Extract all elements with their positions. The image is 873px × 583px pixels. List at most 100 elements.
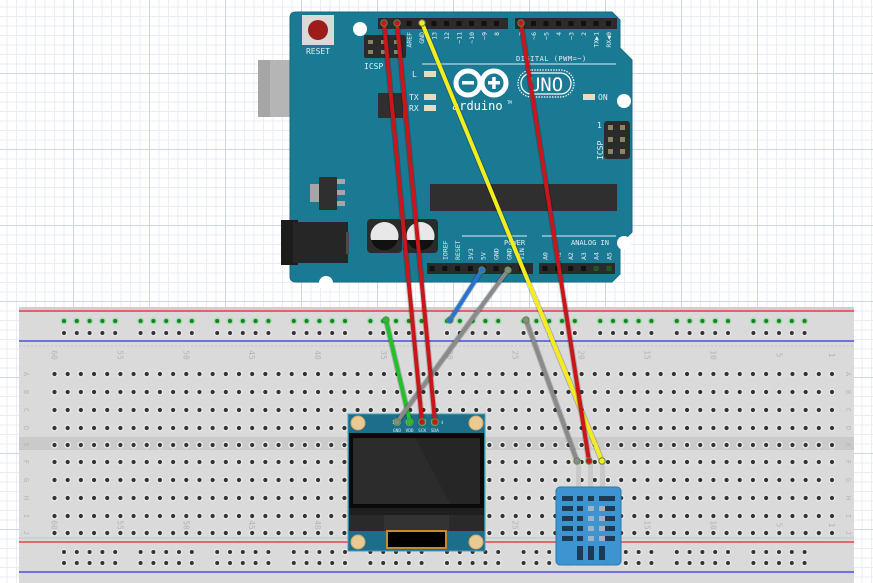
breadboard-hole-center (632, 389, 637, 395)
header-pin[interactable] (455, 266, 461, 271)
header-pin[interactable] (493, 266, 499, 271)
header-pin[interactable] (406, 21, 412, 26)
wire-red-1[interactable] (382, 21, 424, 424)
breadboard-hole-center (711, 407, 716, 413)
wire-green-end[interactable] (406, 418, 414, 426)
rail-hole-center (547, 550, 552, 554)
breadboard-hole-center (513, 477, 518, 483)
dht-grill (562, 496, 615, 560)
pin-label: GND (505, 248, 513, 260)
header-pin[interactable] (469, 21, 474, 26)
breadboard-hole-center (302, 389, 307, 395)
wire-gray-2[interactable] (524, 318, 579, 463)
wire-gray-1-end[interactable] (393, 418, 401, 426)
rail-hole-center (598, 319, 603, 323)
wire-green-end[interactable] (382, 316, 390, 324)
breadboard-hole-center (790, 371, 795, 377)
grill-slot (577, 506, 583, 511)
wire-red-2-end[interactable] (393, 19, 401, 27)
wire-gray-2-end[interactable] (573, 457, 581, 465)
rail-hole-center (266, 561, 271, 565)
header-pin[interactable] (543, 21, 549, 26)
wire-red-2-end[interactable] (431, 418, 439, 426)
breadboard-hole-center (223, 389, 228, 395)
rail-hole-center (470, 331, 475, 335)
wire-yellow[interactable] (420, 21, 604, 463)
header-pin[interactable] (481, 21, 487, 26)
breadboard-hole-center (302, 459, 307, 465)
breadboard-hole-center (157, 371, 163, 377)
digital-header-right (515, 18, 617, 29)
wire-red-3-end[interactable] (517, 19, 525, 27)
header-pin[interactable] (580, 266, 586, 271)
rail-hole-center (789, 319, 794, 323)
breadboard-hole-center (78, 407, 83, 413)
arduino-uno[interactable]: RESET ICSP AREFGND1312~11~10~987~6~54~32… (258, 11, 633, 290)
breadboard-hole-center (632, 477, 637, 483)
rail-hole-center (713, 561, 718, 565)
header-pin[interactable] (556, 21, 561, 26)
header-pin[interactable] (593, 266, 599, 271)
header-pin[interactable] (444, 21, 449, 26)
breadboard-hole-center (737, 495, 742, 501)
rail-hole-center (521, 550, 526, 554)
reset-button-cap (308, 20, 328, 40)
header-pin[interactable] (581, 21, 586, 26)
grill-slot (604, 526, 615, 531)
wire-red-3[interactable] (519, 21, 591, 463)
header-pin[interactable] (494, 21, 499, 26)
breadboard-hole-center (342, 477, 347, 483)
wire-red-1-end[interactable] (418, 418, 426, 426)
grill-slot (599, 496, 605, 501)
breadboard-hole-center (803, 407, 808, 413)
header-pin[interactable] (431, 21, 437, 26)
breadboard-hole-center (539, 425, 545, 431)
breadboard-hole-center (171, 495, 176, 501)
wire-blue-end[interactable] (478, 266, 486, 274)
rail-hole-center (764, 319, 769, 323)
breadboard-hole-center (803, 389, 808, 395)
wire-red-3-end[interactable] (585, 457, 593, 465)
breadboard-hole-center (118, 459, 123, 465)
header-pin[interactable] (568, 266, 574, 271)
header-pin[interactable] (593, 21, 599, 26)
breadboard-hole-center (368, 389, 373, 395)
breadboard-hole-center (263, 495, 268, 501)
breadboard-hole-center (65, 407, 70, 413)
header-pin[interactable] (456, 21, 462, 26)
breadboard-hole-center (487, 371, 492, 377)
breadboard-hole-center (52, 389, 57, 395)
breadboard-hole-center (157, 513, 163, 519)
wire-gray-2-end[interactable] (522, 316, 530, 324)
wire-red-2[interactable] (395, 21, 437, 424)
header-pin[interactable] (606, 266, 612, 271)
header-pin[interactable] (568, 21, 574, 26)
dht11-sensor[interactable] (555, 461, 622, 566)
breadboard-hole-center (724, 389, 729, 395)
wire-red-1-end[interactable] (380, 19, 388, 27)
breadboard-hole-center (276, 371, 281, 377)
wire-blue-end[interactable] (446, 316, 454, 324)
wire-yellow-end[interactable] (598, 457, 606, 465)
rail-hole-center (764, 331, 769, 335)
header-pin[interactable] (606, 21, 611, 26)
breadboard-hole-center (78, 477, 83, 483)
header-pin[interactable] (467, 266, 473, 271)
wire-green[interactable] (384, 318, 412, 424)
breadboard-hole-center (171, 425, 176, 431)
header-pin[interactable] (542, 266, 548, 271)
reset-label: RESET (306, 47, 330, 56)
header-pin[interactable] (429, 266, 435, 271)
breadboard-hole-center (711, 495, 716, 501)
wire-yellow-end[interactable] (418, 19, 426, 27)
reset-button[interactable] (302, 15, 334, 45)
wire-gray-1-end[interactable] (504, 266, 512, 274)
header-pin[interactable] (442, 266, 448, 271)
wire-gray-1[interactable] (395, 268, 510, 424)
header-pin[interactable] (531, 21, 536, 26)
rail-hole-center (228, 331, 232, 335)
breadboard-hole-center (605, 442, 611, 448)
breadboard-hole-center (171, 389, 176, 395)
wire-blue[interactable] (448, 268, 484, 322)
